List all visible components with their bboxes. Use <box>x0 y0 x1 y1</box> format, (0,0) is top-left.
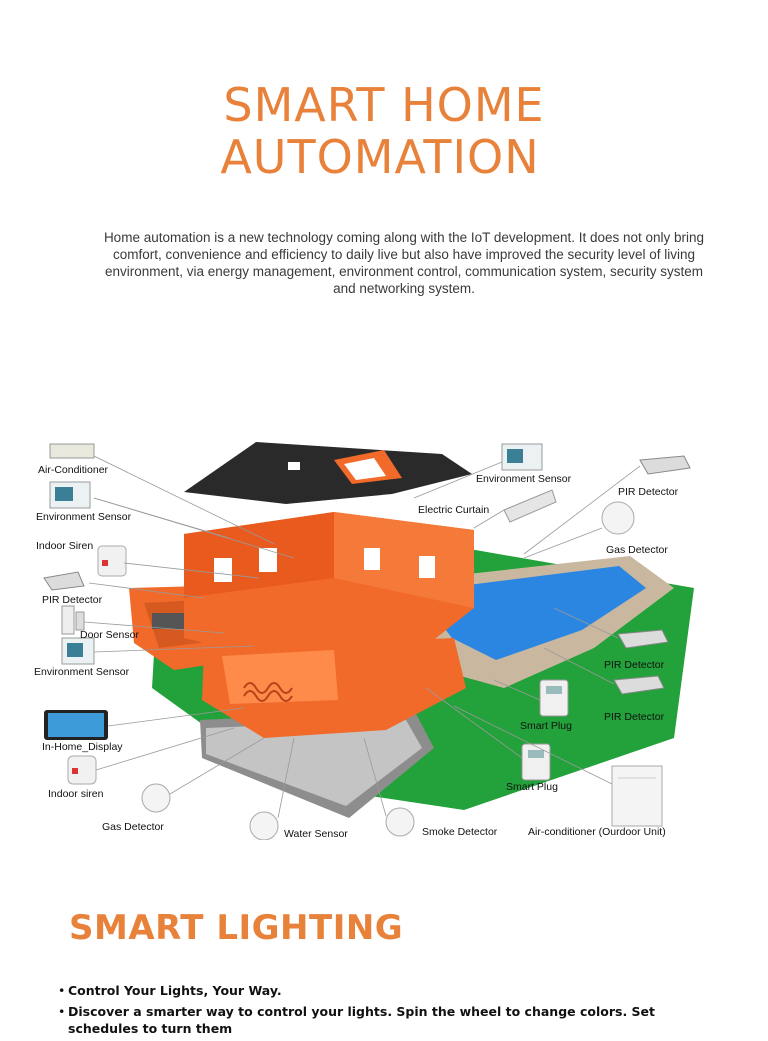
label-environment-sensor-2: Environment Sensor <box>34 666 130 678</box>
bullet-item: Control Your Lights, Your Way. <box>58 982 708 999</box>
water-sensor-icon <box>249 811 279 840</box>
bullet-list: Control Your Lights, Your Way. Discover … <box>58 982 708 1041</box>
air-conditioner-icon <box>49 443 95 459</box>
smart-plug-icon-1 <box>539 679 569 717</box>
indoor-siren-icon <box>97 545 127 577</box>
label-pir-detector-right-1: PIR Detector <box>604 659 665 671</box>
door-sensor-icon <box>61 605 85 635</box>
label-electric-curtain: Electric Curtain <box>418 504 489 516</box>
label-in-home-display: In-Home_Display <box>42 741 123 753</box>
in-home-display-icon <box>44 710 108 740</box>
smart-home-diagram: Air-Conditioner Environment Sensor Indoo… <box>34 438 694 840</box>
pir-detector-icon-right-2 <box>613 675 665 695</box>
pir-detector-icon-right-1 <box>617 629 669 649</box>
label-gas-detector-left: Gas Detector <box>102 821 164 833</box>
label-air-conditioner: Air-Conditioner <box>38 464 109 476</box>
label-pir-detector-top-right: PIR Detector <box>618 486 679 498</box>
label-smart-plug-2: Smart Plug <box>506 781 558 793</box>
roof <box>184 442 472 504</box>
gas-detector-icon-right <box>601 501 635 535</box>
title-line-2: AUTOMATION <box>220 129 540 184</box>
label-environment-sensor-1: Environment Sensor <box>36 511 132 523</box>
label-water-sensor: Water Sensor <box>284 828 348 840</box>
label-smoke-detector: Smoke Detector <box>422 826 498 838</box>
pir-detector-icon-left <box>43 571 85 591</box>
smart-plug-icon-2 <box>521 743 551 781</box>
bullet-item: Discover a smarter way to control your l… <box>58 1003 708 1037</box>
title-line-1: SMART HOME <box>223 77 545 132</box>
pool <box>432 566 646 660</box>
environment-sensor-icon-top <box>501 443 543 471</box>
smoke-detector-icon <box>385 807 415 837</box>
gas-detector-icon-left <box>141 783 171 813</box>
label-gas-detector-right: Gas Detector <box>606 544 668 556</box>
label-door-sensor: Door Sensor <box>80 629 139 641</box>
label-pir-detector-right-2: PIR Detector <box>604 711 665 723</box>
environment-sensor-icon <box>49 481 91 509</box>
pir-detector-icon-top-right <box>639 455 691 475</box>
label-pir-detector-left: PIR Detector <box>42 594 103 606</box>
label-indoor-siren-2: Indoor siren <box>48 788 104 800</box>
section-title: SMART LIGHTING <box>69 908 404 948</box>
label-environment-sensor-top: Environment Sensor <box>476 473 572 485</box>
label-smart-plug-1: Smart Plug <box>520 720 572 732</box>
page-title: SMART HOME AUTOMATION <box>0 79 768 183</box>
label-indoor-siren-1: Indoor Siren <box>36 540 93 552</box>
indoor-siren-icon-2 <box>67 755 97 785</box>
ac-outdoor-unit-icon <box>611 765 663 827</box>
label-ac-outdoor: Air-conditioner (Ourdoor Unit) <box>528 826 666 838</box>
environment-sensor-icon-2 <box>61 637 95 665</box>
electric-curtain-icon <box>503 489 557 523</box>
intro-paragraph: Home automation is a new technology comi… <box>103 230 705 296</box>
